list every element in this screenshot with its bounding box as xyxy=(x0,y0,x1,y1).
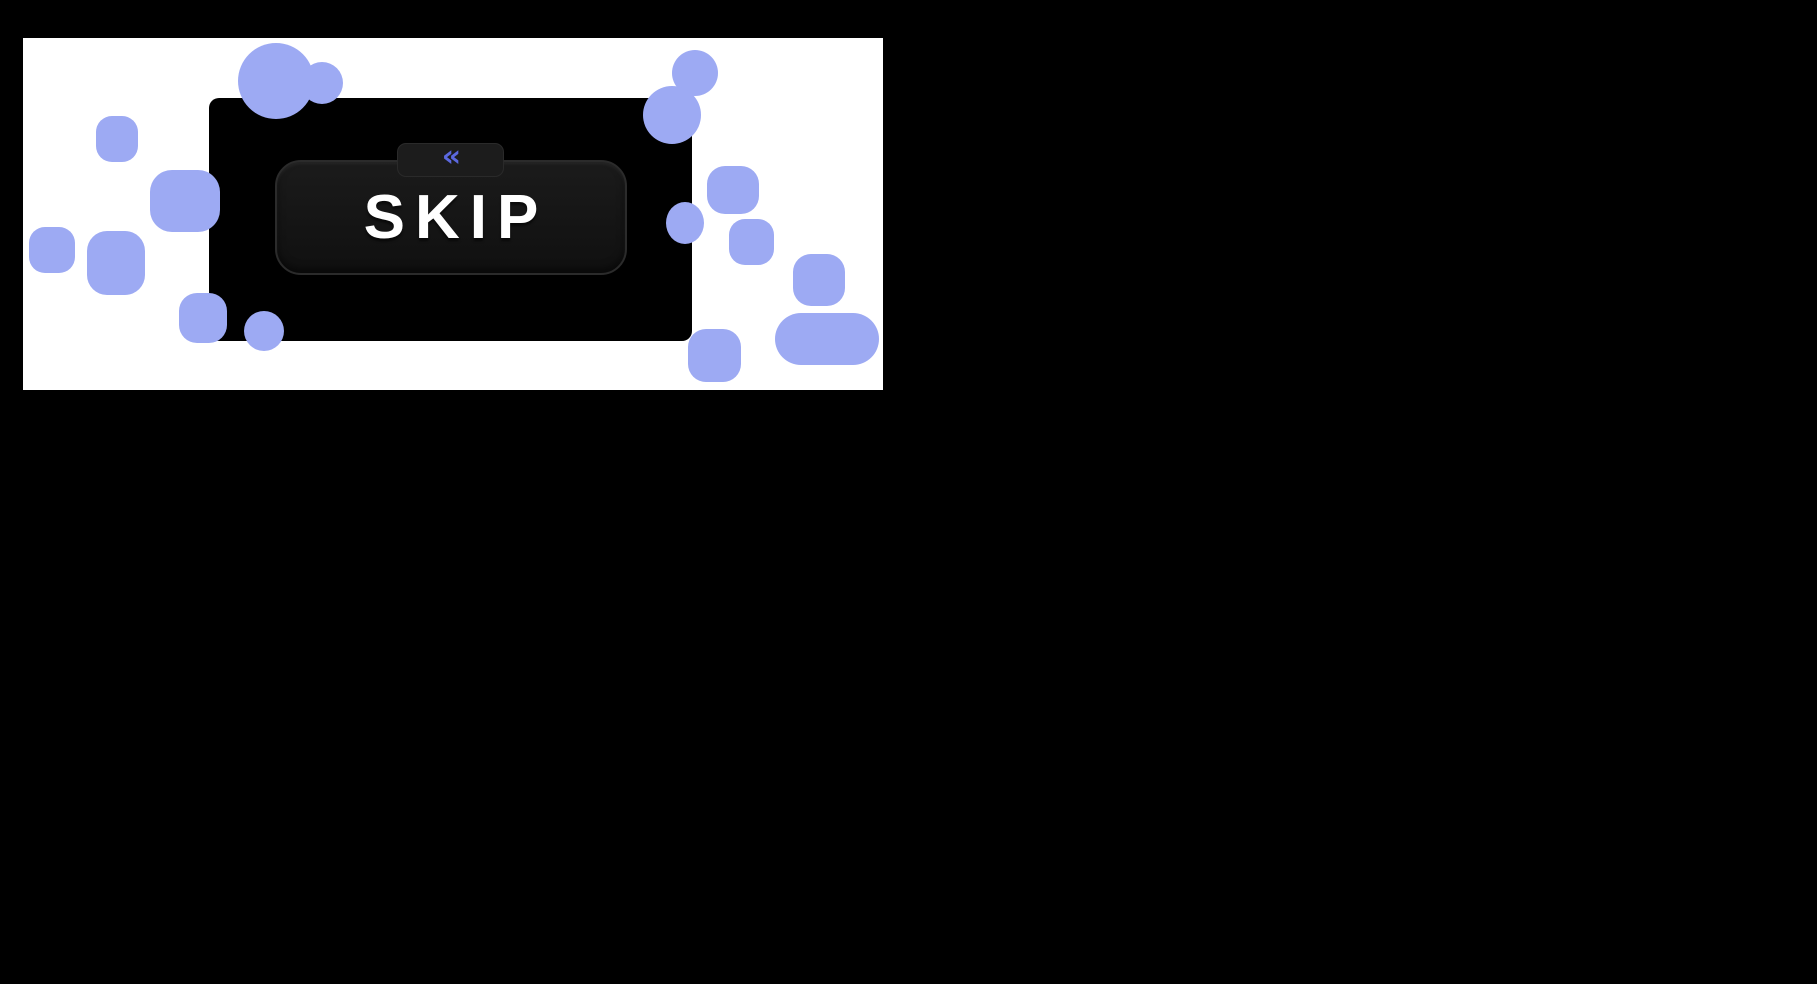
paint-blob xyxy=(29,227,75,273)
skip-overlay: « SKIP xyxy=(209,98,692,341)
paint-blob xyxy=(87,231,145,295)
game-viewport: « SKIP xyxy=(23,38,883,390)
skip-button-label: SKIP xyxy=(363,183,549,252)
paint-blob xyxy=(729,219,774,265)
paint-blob xyxy=(666,202,704,244)
paint-blob xyxy=(643,86,701,144)
paint-blob xyxy=(688,329,741,382)
skip-button[interactable]: SKIP xyxy=(275,160,627,275)
paint-blob xyxy=(707,166,759,214)
paint-blob xyxy=(301,62,343,104)
paint-blob xyxy=(179,293,227,343)
paint-blob xyxy=(775,313,879,365)
paint-blob xyxy=(96,116,138,162)
paint-blob xyxy=(244,311,284,351)
double-chevron-left-icon: « xyxy=(441,139,461,174)
paint-blob xyxy=(150,170,220,232)
paint-blob xyxy=(793,254,845,306)
collapse-tab[interactable]: « xyxy=(397,139,504,177)
